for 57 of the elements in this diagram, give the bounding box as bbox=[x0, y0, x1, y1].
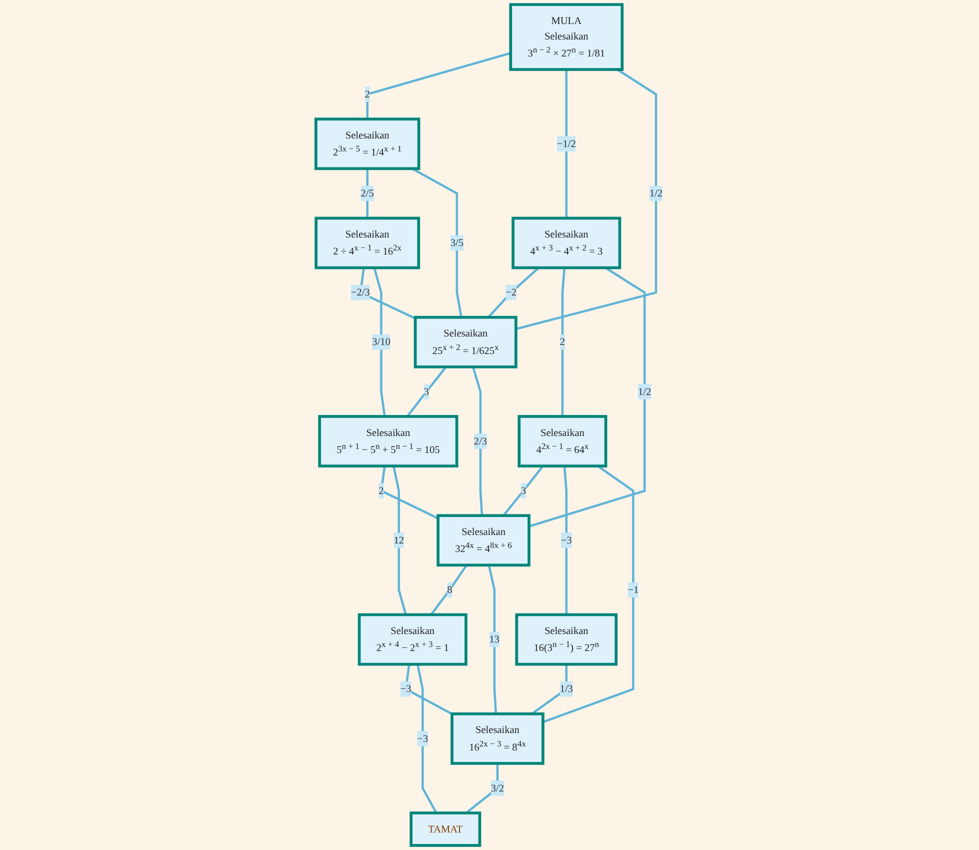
edge-label: 1/2 bbox=[638, 386, 652, 398]
connector bbox=[562, 268, 566, 416]
edge-label: 3/10 bbox=[372, 336, 391, 348]
node-box: Selesaikan 16(3$^{n − 1}$) = 27$^{n}$ bbox=[515, 613, 618, 666]
connector bbox=[412, 168, 463, 318]
node-box: Selesaikan 16$^{2x − 3}$ = 8$^{4x}$ bbox=[450, 712, 545, 765]
edge-label: 3/5 bbox=[450, 236, 464, 248]
node-box: MULA Selesaikan 3$^{n − 2}$ × 27$^{n}$ = 1/81 bbox=[509, 3, 624, 71]
edge-label: 2 bbox=[378, 484, 384, 496]
connector bbox=[404, 664, 453, 716]
edge-label: 2 bbox=[365, 88, 370, 100]
edge-label: 2/5 bbox=[361, 187, 374, 199]
edge-label: −2/3 bbox=[351, 286, 370, 298]
edge-label: 8 bbox=[447, 584, 452, 596]
node-box: Selesaikan 2 ÷ 4$^{x − 1}$ = 16$^{2x}$ bbox=[314, 216, 420, 270]
edge-label: −3 bbox=[400, 683, 412, 694]
edge-label: −1/2 bbox=[557, 138, 576, 150]
connector bbox=[532, 664, 568, 715]
node-box: Selesaikan 25$^{x + 2}$ = 1/625$^{x}$ bbox=[414, 316, 518, 368]
edge-label: 2 bbox=[560, 336, 566, 348]
edge-label: 12 bbox=[394, 534, 404, 546]
node-box: Selesaikan 4$^{2x − 1}$ = 64$^{x}$ bbox=[518, 415, 608, 468]
connector bbox=[366, 168, 369, 218]
connector bbox=[488, 564, 498, 714]
connector bbox=[566, 70, 568, 218]
edge-label: −2 bbox=[506, 286, 517, 298]
connector bbox=[366, 52, 512, 120]
node-box: Selesaikan 32$^{4x}$ = 4$^{8x + 6}$ bbox=[436, 514, 531, 567]
connector bbox=[406, 366, 448, 418]
connector bbox=[516, 68, 658, 330]
connector bbox=[392, 466, 408, 616]
connector bbox=[528, 266, 646, 528]
connector bbox=[488, 266, 540, 318]
connector bbox=[472, 366, 484, 516]
edge-label: −3 bbox=[561, 534, 572, 546]
node-box: Selesaikan 2$^{3x − 5}$ = 1/4$^{x + 1}$ bbox=[314, 118, 420, 170]
connector bbox=[564, 466, 568, 615]
connector bbox=[502, 465, 544, 516]
node-box: TAMAT bbox=[410, 812, 482, 847]
edge-label: 3 bbox=[521, 484, 526, 496]
connector bbox=[430, 564, 468, 616]
edge-label: 1/2 bbox=[650, 187, 663, 199]
connector bbox=[416, 664, 438, 814]
connector bbox=[542, 465, 635, 724]
edge-label: 13 bbox=[490, 634, 500, 645]
edge-label: −3 bbox=[417, 732, 428, 744]
edge-label: 3/2 bbox=[491, 782, 504, 794]
edge-label: 1/3 bbox=[560, 683, 574, 694]
connector bbox=[373, 267, 386, 417]
edge-label: 3 bbox=[424, 386, 430, 398]
node-box: Selesaikan 5$^{n + 1}$ − 5$^{n}$ + 5$^{n − 1}$ = 105 bbox=[318, 415, 458, 468]
connector bbox=[380, 466, 439, 520]
edge-label: −1 bbox=[628, 584, 639, 596]
node-box: Selesaikan 4$^{x + 3}$ − 4$^{x + 2}$ = 3 bbox=[512, 216, 622, 270]
connector bbox=[359, 268, 416, 320]
edge-label: 2/3 bbox=[474, 435, 488, 447]
node-box: Selesaikan 2$^{x + 4}$ − 2$^{x + 3}$ = 1 bbox=[358, 613, 468, 666]
